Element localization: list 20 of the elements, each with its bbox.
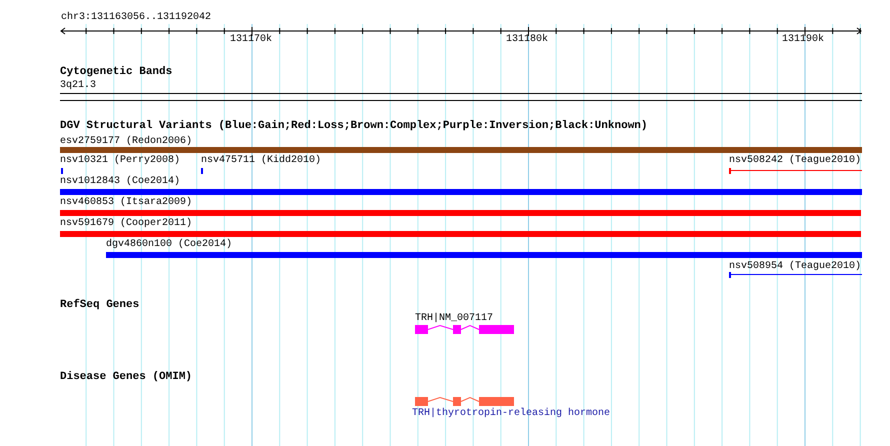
- feature-label: nsv1012843 (Coe2014): [60, 176, 180, 188]
- gene-label: TRH|thyrotropin-releasing hormone: [412, 408, 610, 420]
- band-label: 3q21.3: [60, 80, 96, 92]
- track-title: RefSeq Genes: [60, 299, 140, 312]
- tick-label: 131170k: [230, 34, 272, 46]
- track-title: DGV Structural Variants (Blue:Gain;Red:Loss;Brown:Complex;Purple:Inversion;Black:Unknown): [60, 120, 648, 133]
- feature-label: nsv10321 (Perry2008): [60, 155, 180, 167]
- feature-label: esv2759177 (Redon2006): [60, 136, 192, 148]
- feature-label: nsv591679 (Cooper2011): [60, 218, 192, 230]
- region-label: chr3:131163056..131192042: [61, 12, 212, 24]
- track-title: Cytogenetic Bands: [60, 66, 172, 79]
- tick-label: 131190k: [782, 34, 824, 46]
- feature-label: dgv4860n100 (Coe2014): [106, 239, 232, 251]
- track-title: Disease Genes (OMIM): [60, 371, 192, 384]
- feature-label: nsv460853 (Itsara2009): [60, 197, 192, 209]
- feature-label: nsv508954 (Teague2010): [729, 261, 862, 273]
- feature-label: nsv508242 (Teague2010): [729, 155, 862, 167]
- tick-label: 131180k: [506, 34, 548, 46]
- feature-label: nsv475711 (Kidd2010): [201, 155, 322, 167]
- gene-label: TRH|NM_007117: [415, 313, 494, 325]
